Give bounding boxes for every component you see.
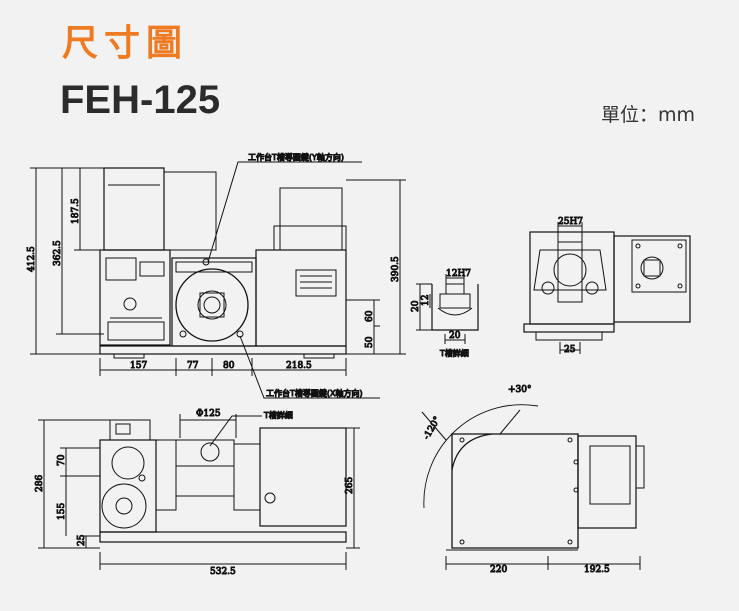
dim-220: 220 — [490, 565, 507, 575]
dim-12-vertical: 12 — [421, 295, 431, 306]
dim-362-5: 362.5 — [53, 240, 63, 266]
dim-25-bottom: 25 — [77, 534, 87, 546]
dim-218-5: 218.5 — [286, 361, 312, 371]
dim-20-vertical: 20 — [411, 300, 421, 312]
t-slot-caption: T槽詳細 — [439, 348, 469, 358]
dim-20-horizontal: 20 — [449, 331, 461, 341]
dim-12h7: 12H7 — [446, 269, 471, 279]
bottom-left-view — [38, 414, 360, 570]
dim-286: 286 — [35, 475, 45, 492]
page-title: 尺寸圖 — [62, 23, 189, 64]
dim-60: 60 — [365, 310, 375, 322]
dim-187-5: 187.5 — [71, 198, 81, 224]
dim-phi125: Φ125 — [196, 409, 221, 419]
dim-412-5: 412.5 — [27, 246, 37, 272]
dim-minus120: -120° — [422, 415, 443, 441]
bottom-right-view — [421, 404, 645, 570]
unit-label: 單位：mm — [600, 104, 695, 126]
leader-x-slot: 工作台T槽導圓鍵(X軸方向) — [266, 388, 363, 398]
leader-y-slot: 工作台T槽導圓鍵(Y軸方向) — [248, 152, 344, 162]
dim-265: 265 — [345, 477, 355, 494]
t-slot-detail — [416, 274, 479, 344]
dim-plus30: +30° — [508, 385, 532, 395]
dim-25-right: 25 — [564, 345, 576, 355]
dim-50: 50 — [365, 336, 375, 348]
dim-157: 157 — [130, 361, 147, 371]
dim-155: 155 — [57, 503, 67, 520]
dim-80: 80 — [223, 361, 235, 371]
dim-70: 70 — [57, 454, 67, 466]
t-slot-caption-2: T槽詳細 — [263, 410, 293, 420]
dim-25h7: 25H7 — [558, 217, 583, 227]
top-right-view — [523, 222, 691, 354]
model-name: FEH-125 — [60, 78, 221, 122]
top-left-view — [30, 161, 406, 399]
dim-77: 77 — [187, 361, 199, 371]
dim-390-5: 390.5 — [391, 256, 401, 282]
dim-192-5: 192.5 — [584, 565, 610, 575]
dim-532-5: 532.5 — [210, 567, 236, 577]
